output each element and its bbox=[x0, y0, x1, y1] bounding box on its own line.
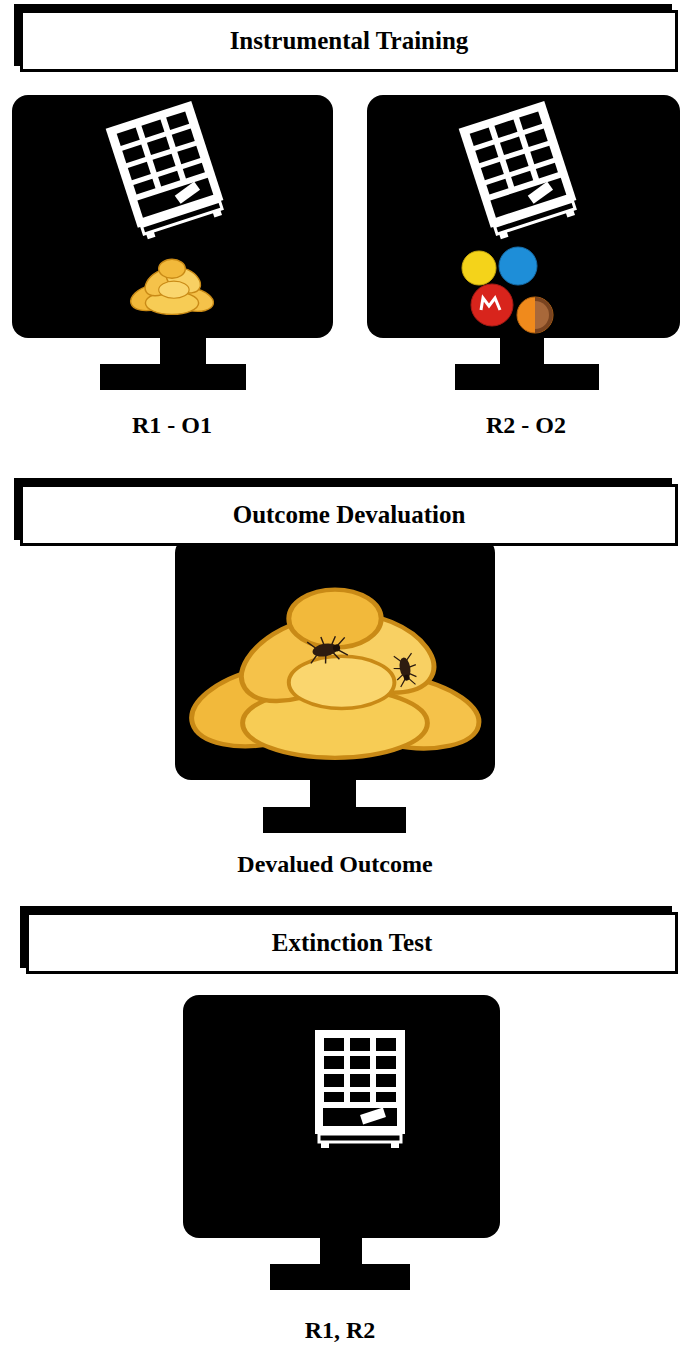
illustration-part bbox=[160, 336, 206, 366]
monitor-caption: R2 - O2 bbox=[486, 412, 566, 439]
section-title: Outcome Devaluation bbox=[233, 501, 466, 529]
section-header-box: Instrumental Training bbox=[20, 10, 678, 72]
section-header-box: Outcome Devaluation bbox=[20, 484, 678, 546]
illustration-part bbox=[455, 364, 599, 390]
illustration-part bbox=[310, 778, 356, 809]
illustration-part bbox=[175, 537, 495, 780]
monitor-caption-holder: R2 - O2 bbox=[486, 412, 566, 439]
monitor-caption: R1 - O1 bbox=[132, 412, 212, 439]
illustration-part bbox=[106, 101, 228, 241]
monitor-caption-holder: Devalued Outcome bbox=[237, 851, 432, 878]
illustration-part bbox=[12, 95, 333, 338]
illustration-part bbox=[462, 251, 496, 285]
illustration-part bbox=[481, 298, 500, 310]
section-title: Instrumental Training bbox=[230, 27, 469, 55]
monitor bbox=[183, 995, 500, 1290]
monitor bbox=[367, 95, 680, 390]
illustration-part bbox=[459, 101, 581, 241]
illustration-part bbox=[367, 95, 680, 338]
illustration-part bbox=[270, 1264, 410, 1290]
section-header-box: Extinction Test bbox=[26, 912, 678, 974]
illustration-part bbox=[392, 653, 420, 688]
illustration-part bbox=[320, 1236, 362, 1266]
illustration-part bbox=[500, 336, 544, 366]
monitor-caption: Devalued Outcome bbox=[237, 851, 432, 878]
monitor-caption-holder: R1 - O1 bbox=[132, 412, 212, 439]
illustration-part bbox=[315, 1030, 405, 1148]
illustration-part bbox=[535, 297, 553, 333]
illustration-part bbox=[181, 590, 486, 760]
section-title: Extinction Test bbox=[272, 929, 432, 957]
monitor-caption: R1, R2 bbox=[305, 1317, 376, 1344]
illustration-part bbox=[128, 259, 216, 315]
chocolate-candies bbox=[462, 247, 553, 333]
illustration-part bbox=[100, 364, 246, 390]
monitor bbox=[12, 95, 333, 390]
illustration-part bbox=[263, 807, 406, 833]
illustration-part bbox=[499, 247, 537, 285]
illustration-part bbox=[517, 297, 553, 333]
monitor bbox=[175, 537, 495, 833]
illustration-part bbox=[183, 995, 500, 1238]
illustration-part bbox=[535, 301, 549, 329]
monitor-caption-holder: R1, R2 bbox=[305, 1317, 376, 1344]
illustration-part bbox=[471, 284, 513, 326]
illustration-part bbox=[307, 633, 349, 666]
